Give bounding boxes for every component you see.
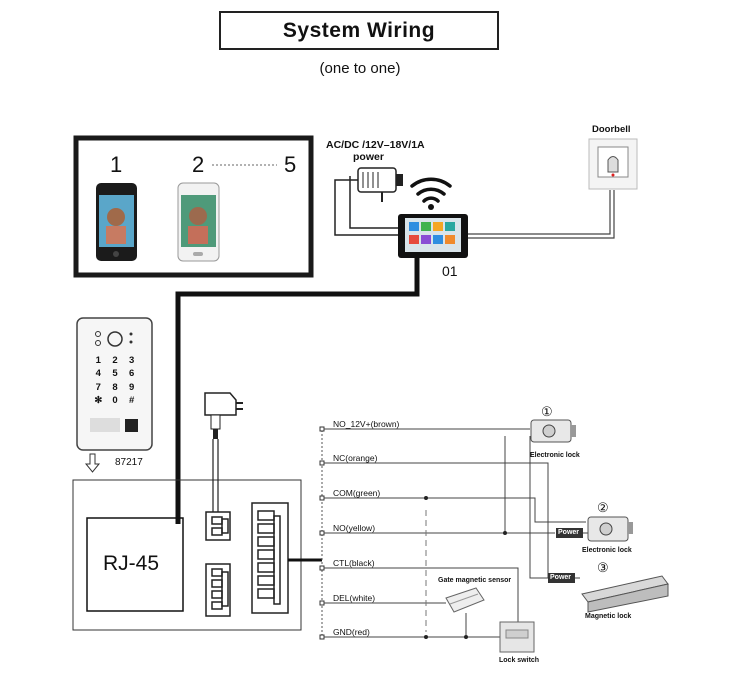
rj45-box [86,517,184,612]
terminal-label-gnd: GND(red) [333,627,370,637]
electronic-lock-1 [530,419,576,443]
outdoor-panel [76,317,153,451]
keypad-key: 2 [112,355,118,366]
keypad-key: 4 [95,368,101,380]
magnetic-lock [581,575,669,613]
keypad-key: 5 [112,368,118,380]
wifi-dot [428,204,434,210]
dc-plug-icon [204,392,243,439]
rj45-label: RJ-45 [103,552,160,575]
lock-switch-icon [499,621,535,653]
power-wire-b [349,176,400,229]
controller-box [72,479,302,631]
phone-label-first: 1 [110,152,123,177]
power-tag-1-label: Power [558,529,580,536]
keypad-key: # [129,394,135,406]
phone-label-last: 5 [284,152,297,177]
terminal-label-no12v: NO_12V+(brown) [333,419,400,429]
panel-model-label: 87217 [115,457,143,468]
doorbell-label: Doorbell [592,124,631,135]
terminal-label-nc: NC(orange) [333,453,378,463]
power-label: power [353,151,384,163]
wire-com [324,497,586,523]
smartphone-white [177,182,220,262]
power-wire-a [334,179,400,236]
terminal-label-del: DEL(white) [333,593,376,603]
terminal-label-ctl: CTL(black) [333,558,375,568]
terminal-label-com: COM(green) [333,488,381,498]
lock-1-number: ① [541,404,553,419]
keypad-key: 9 [129,381,135,393]
monitor-label: 01 [442,263,458,279]
indoor-monitor [398,214,468,258]
terminal-label-no: NO(yellow) [333,523,376,533]
lock-1-label: Electronic lock [530,452,580,459]
gate-sensor-label: Gate magnetic sensor [438,577,512,584]
lock-3-number: ③ [597,560,609,575]
smartphone-black [96,183,137,261]
diagram-title: System Wiring [219,11,499,50]
junction-dots [424,496,507,639]
phones-frame [73,135,314,278]
lock-2-label: Electronic lock [582,547,632,554]
diagram-subtitle: (one to one) [319,60,401,77]
lock-2-number: ② [597,500,609,515]
doorbell-icon [588,138,638,190]
terminal-markers [319,426,325,640]
keypad-key: 7 [95,381,101,393]
lock-switch-label: Lock switch [499,657,540,664]
doorbell-wire-a [468,190,611,235]
connector-4pin [205,563,231,617]
power-adapter-icon [357,167,403,202]
keypad-key: 6 [129,368,135,380]
gate-magnetic-sensor [445,587,485,613]
phone-label-second: 2 [192,152,205,177]
keypad-key: 8 [112,381,118,393]
keypad: 1 2 3 4 5 6 7 8 9 ✻ 0 # [90,355,140,407]
keypad-key: 3 [129,355,135,366]
speaker-grille [90,418,120,432]
wire-ctl [324,567,519,630]
connector-2pin [205,511,231,541]
power-tag-2 [548,573,575,583]
power-tag-2-label: Power [550,574,572,581]
keypad-key: 0 [112,394,118,406]
keypad-key: 1 [95,355,101,366]
down-arrow-icon [84,453,101,473]
electronic-lock-2 [587,516,633,542]
connector-7pin [251,502,289,614]
lock-3-label: Magnetic lock [585,613,632,620]
network-cable [175,258,420,524]
wifi-icon [410,177,452,203]
doorbell-wire-b [468,190,615,239]
power-spec-label: AC/DC /12V–18V/1A [326,139,425,151]
power-tag-1 [556,528,583,538]
keypad-key: ✻ [94,394,103,406]
